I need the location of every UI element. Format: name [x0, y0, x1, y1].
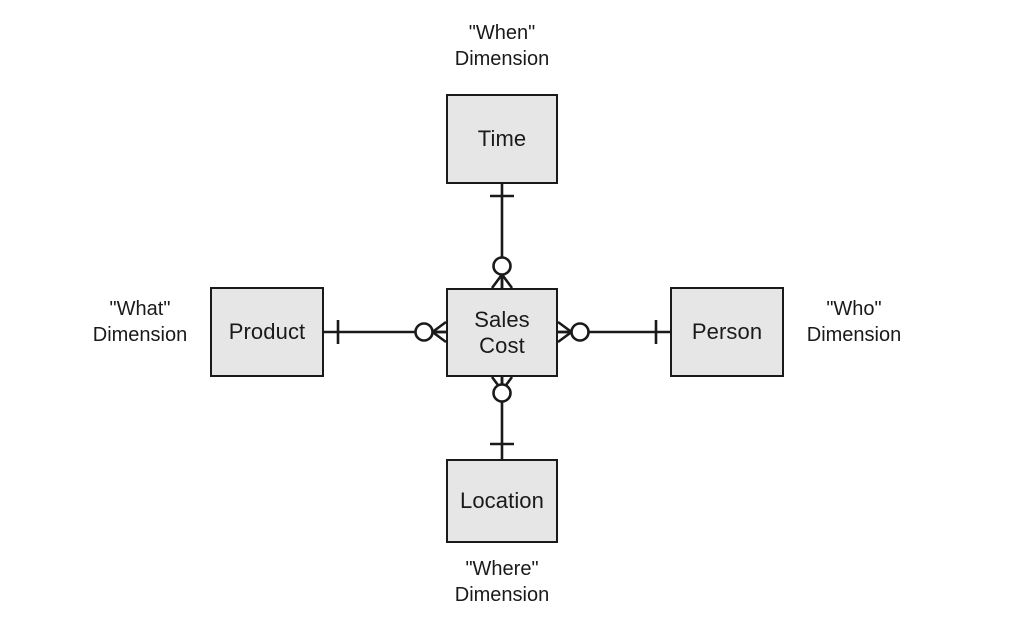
- relationship-time-salescost[interactable]: [490, 184, 514, 289]
- entity-box-sales-cost[interactable]: Sales Cost: [446, 288, 558, 377]
- cardinality-many-crowsfoot-product: [431, 320, 447, 344]
- entity-label-sales-cost: Sales Cost: [474, 306, 530, 358]
- annotation-what-dimension: "What" Dimension: [92, 298, 188, 346]
- entity-label-location: Location: [460, 488, 544, 514]
- cardinality-optional-circle-location: [492, 383, 512, 403]
- entity-box-time[interactable]: Time: [446, 94, 558, 184]
- cardinality-many-crowsfoot-time: [490, 273, 514, 289]
- cardinality-optional-circle-person: [570, 322, 590, 342]
- entity-box-person[interactable]: Person: [670, 287, 784, 377]
- entity-label-product: Product: [228, 319, 306, 345]
- relationship-person-salescost[interactable]: [557, 320, 670, 344]
- annotation-where-dimension: "Where" Dimension: [454, 558, 550, 606]
- entity-box-product[interactable]: Product: [210, 287, 324, 377]
- entity-label-person: Person: [691, 319, 763, 345]
- annotation-when-dimension: "When" Dimension: [454, 22, 550, 70]
- relationship-product-salescost[interactable]: [324, 320, 447, 344]
- cardinality-optional-circle-product: [414, 322, 434, 342]
- relationship-location-salescost[interactable]: [490, 376, 514, 459]
- cardinality-many-crowsfoot-person: [557, 320, 573, 344]
- cardinality-optional-circle-time: [492, 256, 512, 276]
- entity-label-time: Time: [477, 126, 527, 152]
- annotation-who-dimension: "Who" Dimension: [806, 298, 902, 346]
- entity-box-location[interactable]: Location: [446, 459, 558, 543]
